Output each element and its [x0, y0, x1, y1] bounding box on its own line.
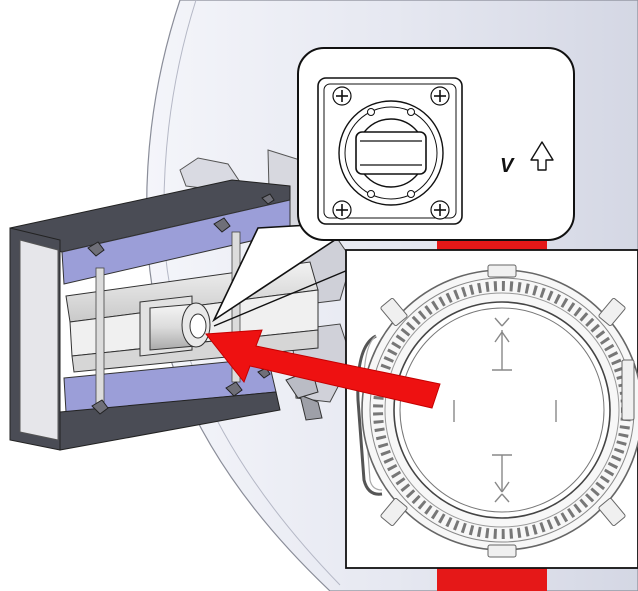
- radio-detail-panel: [345, 249, 638, 569]
- red-alignment-bar-bottom: [437, 568, 547, 591]
- zoom-leader-line: [213, 269, 349, 327]
- flange-detail-callout: V: [297, 47, 575, 241]
- arrow-up-outline-icon: [530, 141, 554, 171]
- wing-nut-icons: [87, 193, 275, 415]
- waveguide-port: [139, 295, 211, 357]
- red-direction-arrow: [205, 329, 441, 409]
- polarization-label: V: [500, 155, 515, 177]
